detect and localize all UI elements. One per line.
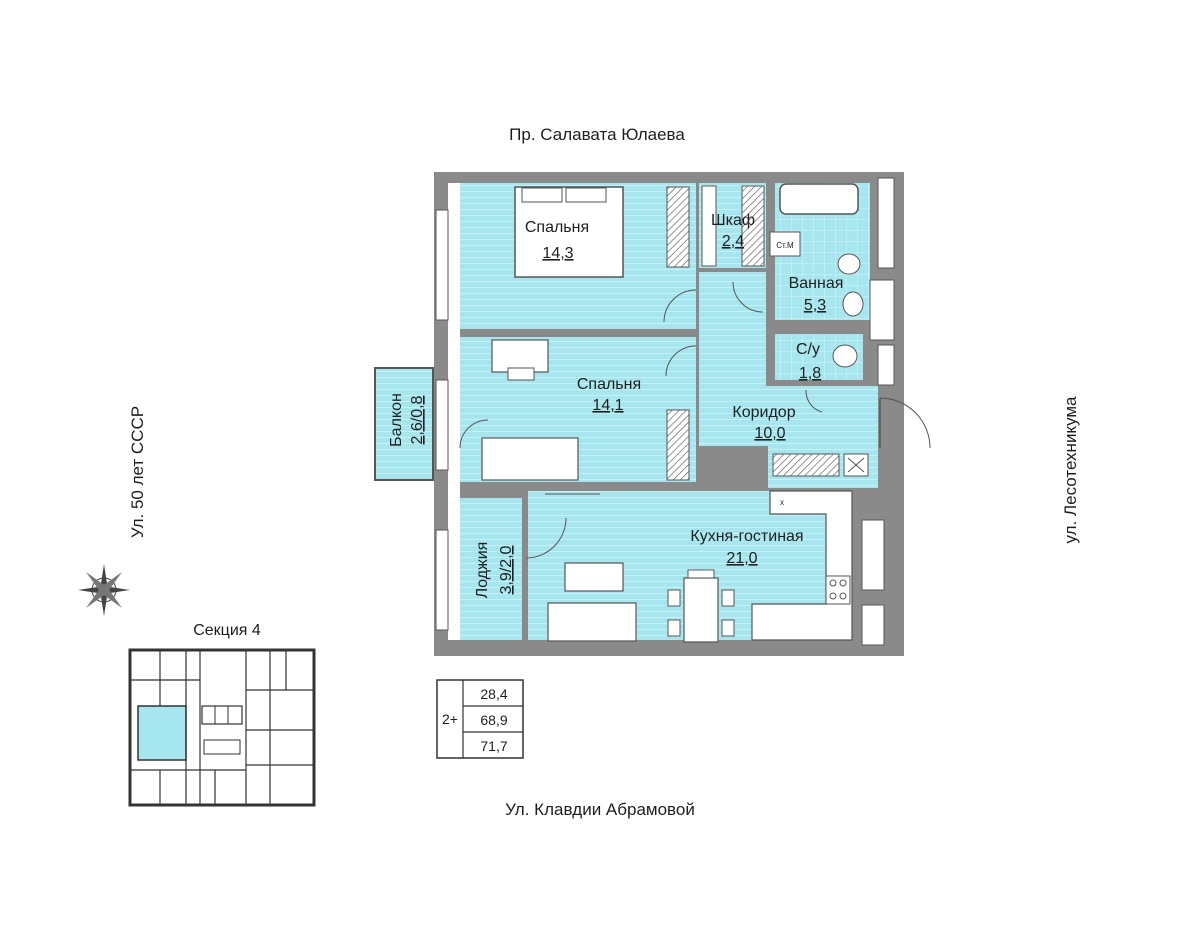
burner-3 [829,592,837,600]
area-table-total-with-loggia: 71,7 [480,738,507,754]
street-west-label: Ул. 50 лет СССР [128,406,147,538]
compass-icon [78,564,130,616]
bathroom-area: 5,3 [804,297,826,314]
window-east-5 [861,604,885,646]
bedroom-1-area: 14,3 [542,245,573,262]
street-south-label: Ул. Клавдии Абрамовой [505,800,695,819]
burner-4 [839,592,847,600]
window-loggia [435,529,449,631]
bathroom-name: Ванная [789,275,844,292]
chair-5 [687,569,715,579]
wardrobe-bedroom-1 [666,186,690,268]
bedroom-2-area: 14,1 [592,397,623,414]
chair-4 [721,619,735,637]
area-table-total: 68,9 [480,712,507,728]
wc-area: 1,8 [799,365,821,382]
desk [491,339,549,373]
loggia-area: 3,9/2,0 [498,545,515,594]
kitchen-mark: x [780,498,784,507]
bedroom-1-name: Спальня [525,219,589,236]
section-highlight-apartment [137,705,187,761]
pillow-right [565,187,607,203]
window-east-1 [877,177,895,269]
closet-shelf [701,185,717,267]
loggia-name: Лоджия [474,542,491,599]
closet-rack [741,185,765,267]
area-table-rooms: 2+ [442,711,458,727]
area-table: 2+ 28,4 68,9 71,7 [436,679,524,759]
chair-3 [721,589,735,607]
area-table-living: 28,4 [480,686,507,702]
wardrobe-bedroom-2 [666,409,690,481]
pillow-left [521,187,563,203]
dining-table [683,577,719,643]
corridor-area: 10,0 [754,425,785,442]
washing-machine [769,231,801,257]
window-bedroom-2 [435,379,449,471]
kitchen-name: Кухня-гостиная [690,528,803,545]
loggia-floor [460,498,522,640]
window-east-4 [861,519,885,591]
bathroom-toilet [837,253,861,275]
door-swing-loggia [525,517,567,559]
coffee-table [564,562,624,592]
desk-chair [507,367,535,381]
stove [825,575,851,605]
burner-1 [829,579,837,587]
window-east-2 [869,279,895,341]
closet-area: 2,4 [722,233,744,250]
door-swing-bedroom-2 [665,345,697,377]
bedroom-2-name: Спальня [577,376,641,393]
burner-2 [839,579,847,587]
west-inner-wall [448,183,460,640]
door-swing-bathroom [732,281,764,313]
balcony-area: 2,6/0,8 [409,395,426,444]
wc-name: С/у [796,341,820,358]
door-swing-balcony [459,419,489,449]
sofa [547,602,637,642]
wc-toilet [832,344,858,368]
balcony-name: Балкон [388,393,405,447]
corridor-wardrobe [772,453,840,477]
chair-1 [667,589,681,607]
door-swing-bedroom-1 [663,289,697,323]
section-label: Секция 4 [193,622,261,639]
washing-machine-label: Ст.М [776,241,794,250]
door-swing-wc [805,389,823,413]
balcony-floor [374,367,434,481]
window-east-3 [877,344,895,386]
entrance-door-swing [879,397,931,449]
bathtub [779,183,859,215]
single-bed [481,437,579,481]
window-bedroom-1 [435,209,449,321]
apartment-plan: Ст.М x [374,172,931,656]
street-east-label: ул. Лесотехникума [1061,396,1080,544]
corridor-cabinet-cross-b [847,457,865,473]
chair-2 [667,619,681,637]
corridor-name: Коридор [732,404,795,421]
bathroom-sink [842,291,864,317]
corridor-floor [699,272,878,488]
closet-name: Шкаф [711,212,755,229]
street-north-label: Пр. Салавата Юлаева [509,125,685,144]
kitchen-area: 21,0 [726,550,757,567]
section-plan [128,648,316,807]
